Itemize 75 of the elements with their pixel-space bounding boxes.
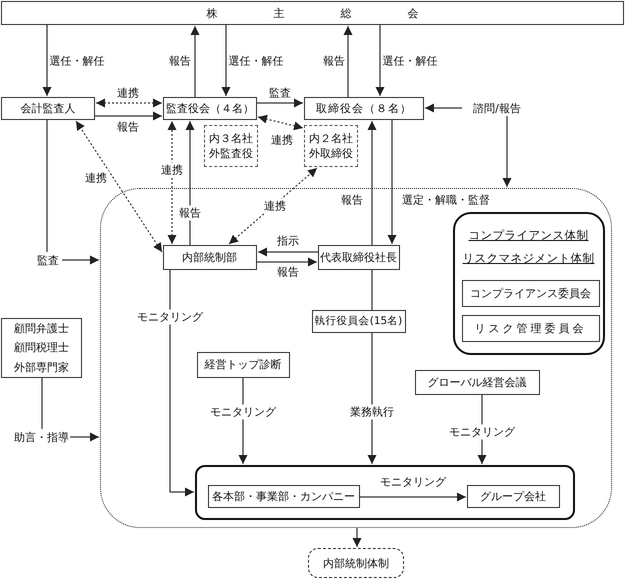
arrow xyxy=(168,120,176,244)
arrow xyxy=(360,492,466,502)
annotation-text: 諮問/報告 xyxy=(462,100,532,116)
edge-label: モニタリング xyxy=(135,310,205,324)
process-box: コンプライアンス委員会 xyxy=(462,280,600,306)
annotation-text: 助言・指導 xyxy=(13,429,70,445)
arrow xyxy=(76,120,162,252)
process-box xyxy=(1,318,82,378)
arrow xyxy=(352,528,362,548)
rounded-panel xyxy=(194,464,574,520)
arrow xyxy=(96,98,162,108)
edge-label: 選任・解任 xyxy=(48,54,106,68)
process-box: リスク管理委員会 xyxy=(462,314,600,342)
arrow xyxy=(70,432,100,442)
arrow xyxy=(388,120,396,244)
edge-label: 連携 xyxy=(159,162,185,178)
arrow xyxy=(94,112,162,120)
process-box: 各本部・事業部・カンパニー xyxy=(208,484,360,508)
arrow xyxy=(190,26,200,98)
process-box: 代表取締役社長 xyxy=(318,244,400,270)
process-box: 内部統制部 xyxy=(162,244,256,270)
process-box: グループ会社 xyxy=(466,484,560,508)
connector-line xyxy=(46,120,48,252)
arrow xyxy=(258,248,318,256)
process-box: 取締役会（８名） xyxy=(304,97,424,120)
edge-label: 報告 xyxy=(321,54,347,68)
arrow xyxy=(368,332,376,464)
annotation-text: 監査 xyxy=(34,252,62,268)
edge-label: 選任・解任 xyxy=(226,54,286,68)
heading-text: リスクマネジメント体制 xyxy=(462,250,594,266)
arrow xyxy=(258,114,304,130)
note-box: 内３名社外監査役 xyxy=(204,125,258,167)
arrow xyxy=(256,258,318,266)
note-box: 内２名社外取締役 xyxy=(304,125,358,167)
process-box: 会計監査人 xyxy=(1,97,95,120)
arrow xyxy=(186,120,194,246)
arrow xyxy=(42,24,52,96)
edge-label: モニタリング xyxy=(378,474,448,490)
edge-label: 報告 xyxy=(115,120,141,134)
arrow xyxy=(424,104,462,112)
edge-label: 業務執行 xyxy=(348,404,396,420)
arrow xyxy=(256,98,304,108)
edge-label: 選定・解職・監督 xyxy=(400,192,492,208)
edge-label: 選任・解任 xyxy=(380,54,440,68)
arrow xyxy=(170,270,194,496)
arrow xyxy=(344,26,352,98)
edge-label: 報告 xyxy=(275,264,301,280)
edge-label: 報告 xyxy=(339,192,365,208)
process-box: 執行役員会(15名) xyxy=(312,310,406,332)
edge-label: モニタリング xyxy=(447,424,517,440)
rounded-panel xyxy=(452,212,604,354)
edge-label: 指示 xyxy=(275,234,301,248)
edge-label: モニタリング xyxy=(208,404,278,420)
arrow xyxy=(228,168,318,244)
edge-label: 監査 xyxy=(267,86,293,100)
arrow xyxy=(502,116,512,188)
process-box: 監査役会（４名） xyxy=(163,97,257,120)
edge-label: 連携 xyxy=(269,132,295,148)
arrow xyxy=(376,24,384,96)
arrow xyxy=(368,120,376,246)
heading-text: コンプライアンス体制 xyxy=(468,228,588,242)
list-item-text: 外部専門家 xyxy=(14,360,69,375)
edge-label: 連携 xyxy=(115,86,141,100)
list-item-text: 顧問弁護士 xyxy=(14,321,69,336)
dashed-rounded-box: 内部統制体制 xyxy=(308,548,404,578)
arrow xyxy=(62,256,100,264)
process-box: 経営トップ診断 xyxy=(196,352,290,378)
edge-label: 報告 xyxy=(167,54,193,68)
edge-label: 報告 xyxy=(177,206,203,220)
edge-label: 連携 xyxy=(83,170,109,186)
header-band: 株主総会 xyxy=(1,1,624,25)
list-item-text: 顧問税理士 xyxy=(14,340,69,356)
arrow xyxy=(222,24,230,96)
process-box: グローバル経営会議 xyxy=(414,370,540,394)
edge-label: 連携 xyxy=(262,198,288,214)
